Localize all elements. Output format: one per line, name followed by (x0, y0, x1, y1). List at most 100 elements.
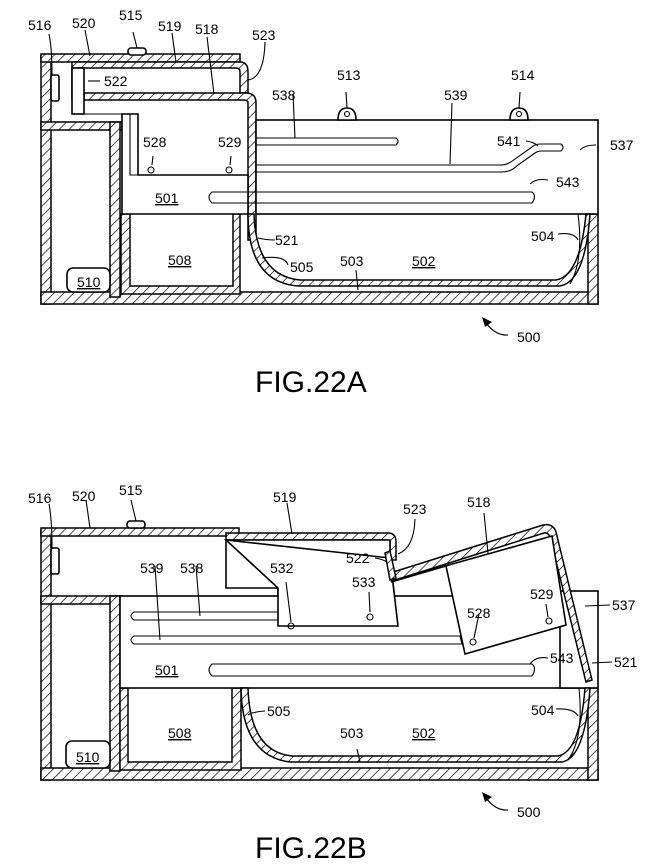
flap-522 (384, 549, 397, 581)
leader-505 (261, 256, 289, 266)
ref-503: 503 (340, 253, 364, 269)
ref-541: 541 (497, 133, 521, 149)
figure-22b: 516 520 515 519 523 518 539 538 532 522 … (28, 482, 638, 865)
arrow-500-head (482, 317, 492, 327)
ref-510: 510 (76, 749, 100, 765)
slot-543 (208, 191, 536, 204)
slot-538 (256, 137, 399, 146)
ref-521: 521 (275, 232, 299, 248)
ref-508: 508 (168, 252, 192, 268)
ref-503: 503 (340, 725, 364, 741)
lid-520 (40, 527, 240, 537)
leader-504 (555, 708, 579, 717)
figure-22a: 516 520 515 519 518 523 522 513 514 538 … (28, 7, 634, 399)
leader-515 (130, 499, 137, 522)
left-column-wall (109, 595, 121, 772)
leader-514 (518, 91, 521, 109)
latch-516 (50, 547, 60, 575)
ref-518: 518 (467, 494, 491, 510)
ref-532: 532 (270, 560, 294, 576)
leader-521 (257, 237, 276, 241)
pin-528 (147, 166, 155, 174)
leader-529 (229, 155, 232, 166)
figure-caption-a: FIG.22A (255, 366, 367, 399)
leader-518 (483, 512, 489, 554)
figure-caption-b: FIG.22B (255, 832, 367, 865)
arrow-500-head (482, 792, 492, 802)
button-515 (127, 47, 147, 56)
ref-520: 520 (72, 488, 96, 504)
pin-529 (545, 617, 553, 625)
housing-left-wall (40, 55, 52, 305)
ref-510: 510 (77, 274, 101, 290)
leader-537 (579, 144, 597, 151)
leader-543 (529, 178, 549, 185)
ref-502: 502 (412, 725, 436, 741)
leader-541 (525, 140, 539, 147)
leader-500 (485, 322, 509, 336)
slot-539 (130, 635, 463, 645)
left-column-wall (109, 121, 121, 298)
leader-533 (368, 591, 371, 613)
ref-528: 528 (143, 134, 167, 150)
ref-500: 500 (517, 804, 541, 820)
arm-518 (83, 92, 257, 241)
ref-519: 519 (273, 489, 297, 505)
blade-504 (567, 687, 581, 761)
pin-533 (366, 613, 374, 621)
arm-stem (71, 67, 85, 115)
tab-514-hole (515, 110, 523, 118)
ref-508: 508 (168, 725, 192, 741)
plate-501 (121, 113, 249, 215)
ref-533: 533 (352, 574, 376, 590)
leader-503 (356, 748, 361, 763)
leader-522 (374, 557, 388, 563)
ref-515: 515 (119, 7, 143, 23)
ref-537: 537 (610, 137, 634, 153)
leader-529 (545, 603, 549, 618)
leader-528 (473, 613, 480, 639)
leader-515 (132, 31, 138, 49)
leader-520 (84, 29, 91, 57)
ref-522: 522 (346, 550, 370, 566)
leader-528 (151, 155, 154, 166)
arm-518 (389, 523, 593, 683)
leader-503 (355, 269, 359, 291)
ref-504: 504 (531, 702, 555, 718)
leader-532 (285, 581, 292, 623)
ref-522: 522 (104, 73, 128, 89)
ref-539: 539 (140, 560, 164, 576)
ref-529: 529 (530, 586, 554, 602)
leader-538 (292, 93, 296, 139)
leader-505 (247, 710, 266, 716)
cassette-505 (240, 687, 591, 763)
leader-543 (529, 657, 549, 665)
leader-523 (247, 41, 266, 81)
tab-514 (509, 107, 529, 121)
ref-500: 500 (517, 329, 541, 345)
plate-step (129, 114, 138, 176)
ref-505: 505 (290, 259, 314, 275)
ref-504: 504 (531, 228, 555, 244)
tab-513-hole (343, 110, 351, 118)
slide-plate-537 (255, 119, 599, 215)
leader-539 (449, 102, 453, 165)
ref-537: 537 (612, 597, 636, 613)
button-515 (126, 520, 146, 529)
leader-538 (195, 565, 201, 617)
ref-523: 523 (252, 27, 276, 43)
slot-539-541 (256, 143, 564, 173)
leader-504 (557, 233, 579, 241)
cassette-505 (247, 213, 591, 287)
ref-501: 501 (155, 190, 179, 206)
housing-right-wall (587, 213, 599, 305)
ref-513: 513 (337, 67, 361, 83)
ref-528: 528 (467, 605, 491, 621)
slot-543 (208, 663, 536, 677)
ref-521: 521 (614, 654, 638, 670)
leader-516 (48, 33, 53, 76)
leader-513 (345, 91, 348, 109)
leader-539 (154, 565, 161, 641)
latch-516 (50, 74, 60, 102)
